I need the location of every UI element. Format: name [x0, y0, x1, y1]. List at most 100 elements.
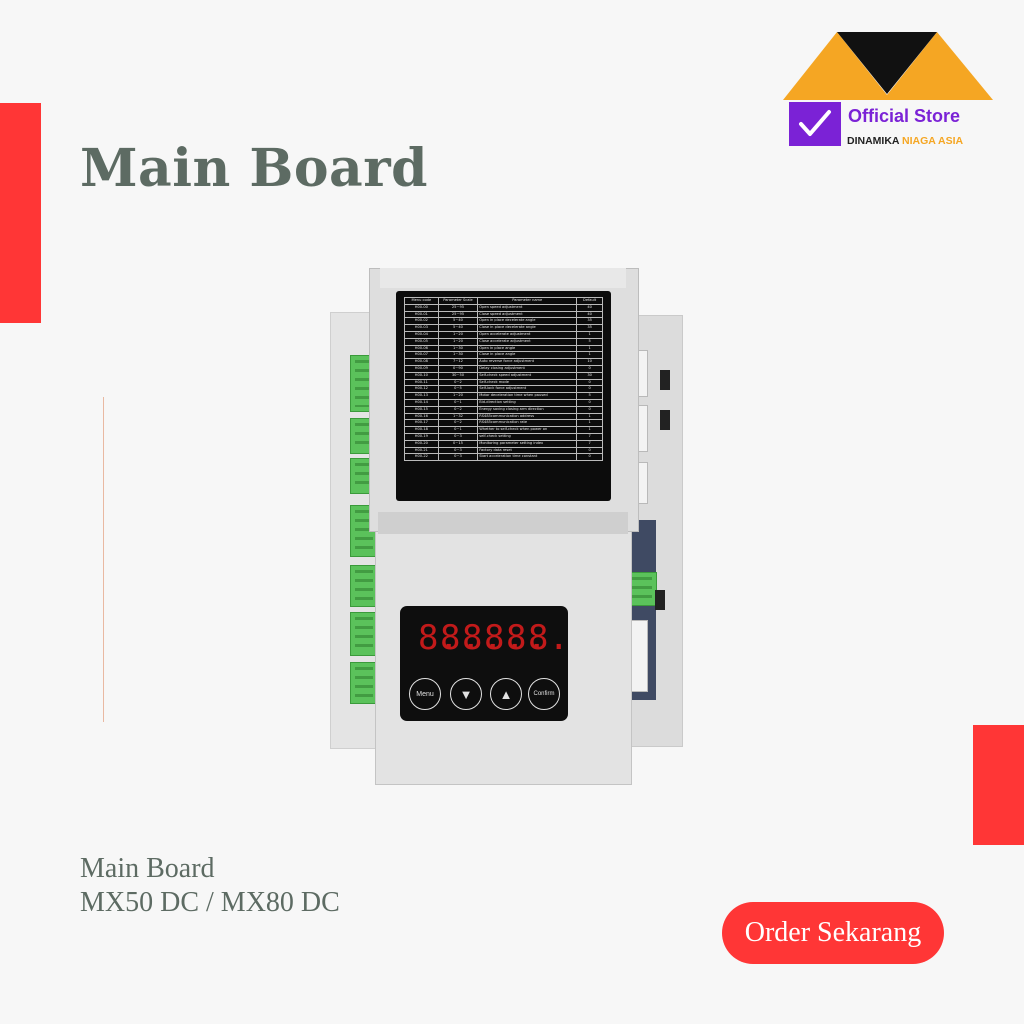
- param-default-cell: 30: [576, 371, 603, 380]
- param-scale-cell: 1~32: [437, 412, 479, 421]
- param-default-cell: 1: [576, 344, 603, 353]
- header-parameter-name: Parameter name: [477, 297, 578, 305]
- param-scale-cell: 0~5: [437, 385, 479, 394]
- param-code-cell: H00-06: [404, 344, 439, 353]
- product-caption: Main Board MX50 DC / MX80 DC: [80, 852, 340, 920]
- logo-company-part1: DINAMIKA: [847, 135, 903, 147]
- menu-key: Menu: [409, 678, 441, 710]
- param-scale-cell: 25~95: [437, 310, 479, 319]
- pin-connector: [632, 405, 648, 452]
- logo-mountains-icon: [783, 32, 993, 146]
- param-code-cell: H00-02: [404, 317, 439, 326]
- param-name-cell: Open accelerate adjustment: [477, 330, 578, 339]
- param-name-cell: Energy saving closing arm direction: [477, 405, 578, 414]
- param-scale-cell: 0~1: [437, 426, 479, 434]
- param-default-cell: 40: [576, 310, 603, 319]
- switch-tab: [655, 590, 665, 610]
- caption-line-1: Main Board: [80, 853, 215, 884]
- accent-bar-right: [973, 725, 1024, 845]
- param-default-cell: 35: [576, 317, 603, 326]
- pcb-circuit-strip: [626, 520, 656, 700]
- seven-segment-display: 8. 8. 8. 8. 8. 8.: [418, 618, 569, 658]
- terminal-block: [350, 612, 378, 656]
- param-name-cell: Close speed adjustment: [477, 310, 578, 319]
- param-code-cell: H00-19: [404, 432, 439, 441]
- param-scale-cell: 0~3: [437, 432, 479, 441]
- param-scale-cell: 1~30: [437, 351, 479, 360]
- param-name-cell: RS485communication rate: [477, 419, 578, 428]
- param-code-cell: H00-11: [404, 378, 439, 387]
- param-code-cell: H00-08: [404, 358, 439, 366]
- pin-connector: [628, 620, 648, 692]
- param-default-cell: 10: [576, 358, 603, 366]
- param-default-cell: 0: [576, 446, 603, 455]
- param-default-cell: 7: [576, 439, 603, 448]
- pcb-right-edge: [628, 315, 683, 747]
- param-name-cell: Monitoring parameter setting index: [477, 439, 578, 448]
- header-parameter-scale: Parameter Scale: [437, 297, 479, 305]
- param-scale-cell: 1~30: [437, 344, 479, 353]
- param-code-cell: H00-14: [404, 398, 439, 407]
- order-now-button[interactable]: Order Sekarang: [722, 902, 944, 964]
- param-name-cell: Factory data reset: [477, 446, 578, 455]
- upper-housing-front: [378, 512, 628, 534]
- param-code-cell: H00-13: [404, 392, 439, 400]
- terminal-block: [350, 565, 378, 607]
- param-name-cell: Close in place decelerate angle: [477, 324, 578, 332]
- param-code-cell: H00-04: [404, 330, 439, 339]
- param-code-cell: H00-07: [404, 351, 439, 360]
- param-default-cell: 1: [576, 351, 603, 360]
- parameter-table: Menu code Parameter Scale Parameter name…: [404, 297, 603, 462]
- param-name-cell: Self-check mode: [477, 378, 578, 387]
- param-name-cell: Close in place angle: [477, 351, 578, 360]
- param-default-cell: 0: [576, 385, 603, 394]
- param-code-cell: H00-21: [404, 446, 439, 455]
- logo-company-part2: NIAGA ASIA: [902, 135, 964, 147]
- param-scale-cell: 0~2: [437, 405, 479, 414]
- param-name-cell: Delay closing adjustment: [477, 364, 578, 373]
- switch-tab: [660, 370, 670, 390]
- down-arrow-icon: ▼: [450, 678, 482, 710]
- param-default-cell: 0: [576, 453, 603, 462]
- divider-line: [103, 397, 104, 722]
- param-name-cell: RS485communication address: [477, 412, 578, 421]
- logo-official-store-text: Official Store: [848, 106, 961, 126]
- terminal-block: [350, 418, 378, 454]
- page-title: Main Board: [80, 138, 429, 199]
- param-scale-cell: 30~50: [437, 371, 479, 380]
- switch-tab: [660, 410, 670, 430]
- param-code-cell: H00-12: [404, 385, 439, 394]
- param-scale-cell: 0~3: [437, 453, 479, 462]
- parameter-table-panel: Menu code Parameter Scale Parameter name…: [396, 291, 611, 501]
- terminal-block: [625, 572, 657, 606]
- param-scale-cell: 5~40: [437, 317, 479, 326]
- param-name-cell: Auto reverse force adjustment: [477, 358, 578, 366]
- segment-digit: 8.: [506, 618, 547, 658]
- param-code-cell: H00-05: [404, 337, 439, 346]
- terminal-block: [350, 355, 378, 412]
- param-code-cell: H00-18: [404, 426, 439, 434]
- param-scale-cell: 0~1: [437, 398, 479, 407]
- param-name-cell: Bid-direction setting: [477, 398, 578, 407]
- param-default-cell: 0: [576, 398, 603, 407]
- param-default-cell: 5: [576, 392, 603, 400]
- param-name-cell: Start acceleration time constant: [477, 453, 578, 462]
- param-scale-cell: 0~90: [437, 364, 479, 373]
- param-default-cell: 35: [576, 324, 603, 332]
